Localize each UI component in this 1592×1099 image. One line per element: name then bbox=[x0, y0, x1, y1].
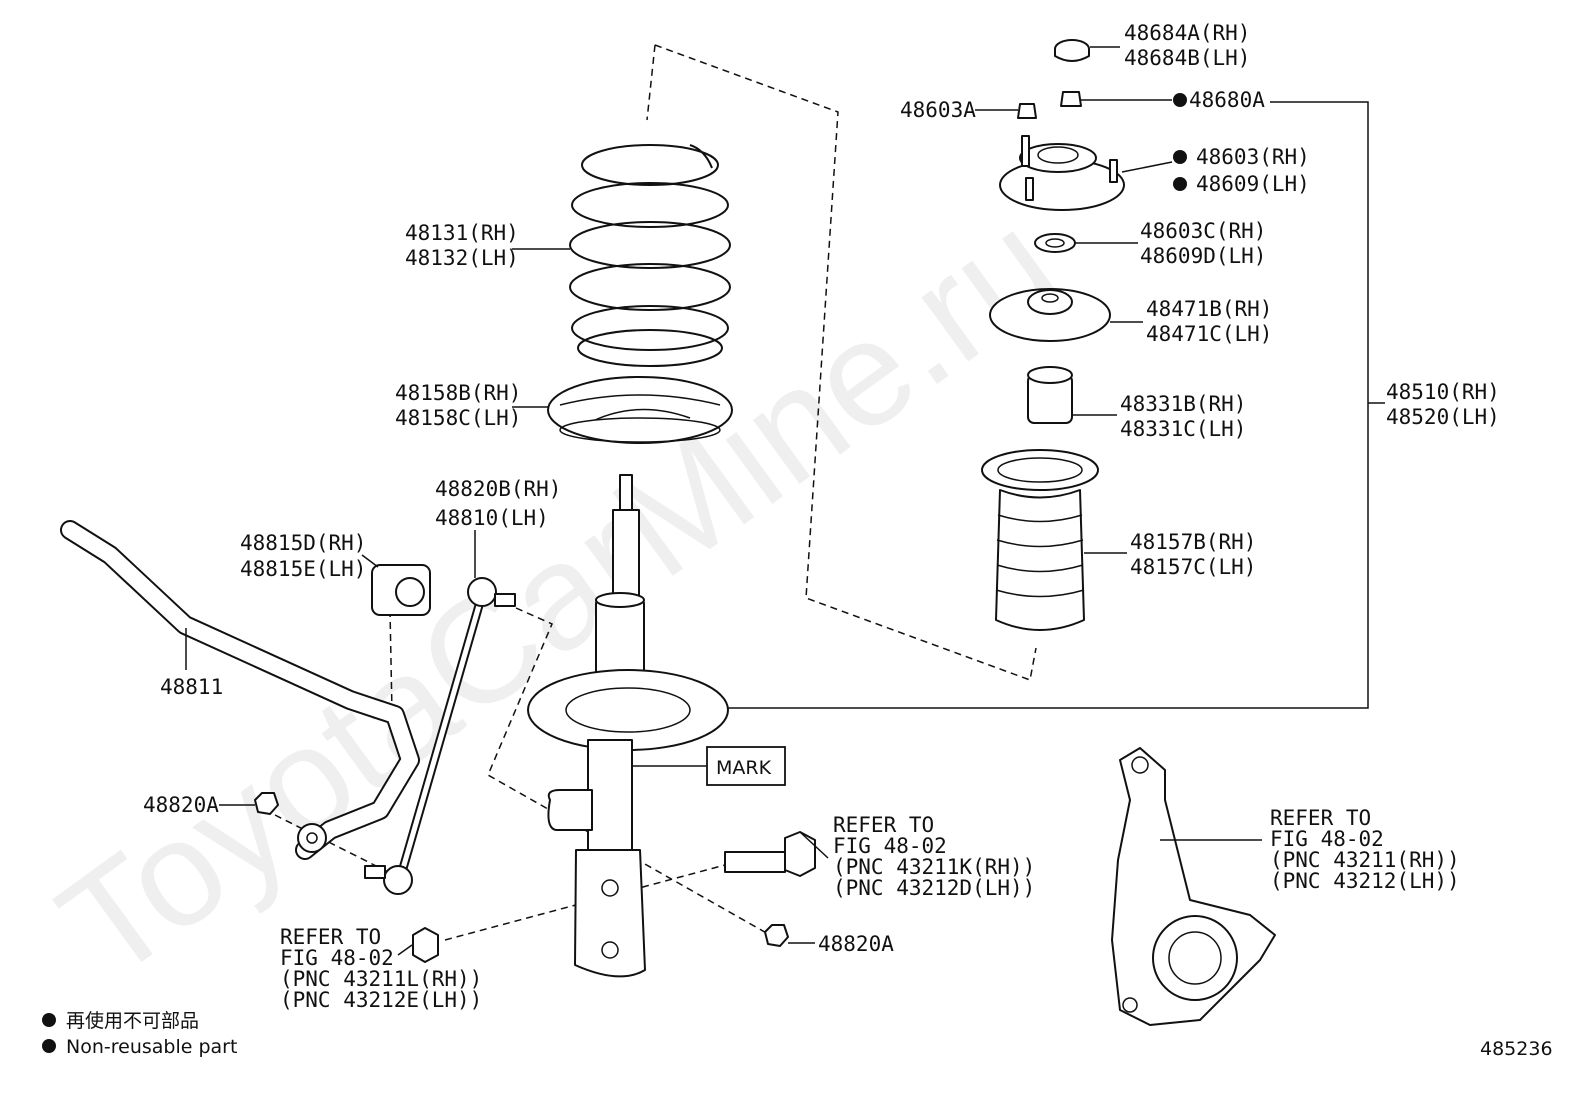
svg-text:48820B(RH): 48820B(RH) bbox=[435, 477, 561, 501]
label-bumper: 48331B(RH) 48331C(LH) bbox=[1120, 392, 1246, 441]
svg-text:FIG 48-02: FIG 48-02 bbox=[833, 834, 947, 858]
bumper-part bbox=[1027, 366, 1073, 424]
label-boot: 48157B(RH) 48157C(LH) bbox=[1130, 530, 1256, 579]
support-part bbox=[999, 135, 1125, 211]
svg-text:48810(LH): 48810(LH) bbox=[435, 506, 549, 530]
svg-text:FIG 48-02: FIG 48-02 bbox=[280, 946, 394, 970]
svg-text:(PNC 43212E(LH)): (PNC 43212E(LH)) bbox=[280, 988, 482, 1012]
svg-text:48158B(RH): 48158B(RH) bbox=[395, 381, 521, 405]
non-reusable-dot bbox=[1173, 150, 1187, 164]
svg-text:48684B(LH): 48684B(LH) bbox=[1124, 46, 1250, 70]
svg-text:48510(RH): 48510(RH) bbox=[1386, 380, 1500, 404]
svg-text:48603C(RH): 48603C(RH) bbox=[1140, 219, 1266, 243]
svg-text:(PNC 43212(LH)): (PNC 43212(LH)) bbox=[1270, 869, 1460, 893]
bolt-part bbox=[724, 831, 816, 877]
svg-text:48331B(RH): 48331B(RH) bbox=[1120, 392, 1246, 416]
label-48680a: 48680A bbox=[1173, 88, 1265, 112]
svg-text:48520(LH): 48520(LH) bbox=[1386, 405, 1500, 429]
nut-right bbox=[764, 924, 789, 947]
label-insulator: 48471B(RH) 48471C(LH) bbox=[1146, 297, 1272, 346]
label-bushing: 48815D(RH) 48815E(LH) bbox=[240, 531, 366, 581]
label-support: 48603(RH) 48609(LH) bbox=[1173, 145, 1310, 196]
nut-left bbox=[254, 792, 279, 815]
coil-spring bbox=[569, 144, 731, 367]
label-shock-assy: 48510(RH) 48520(LH) bbox=[1386, 380, 1500, 429]
stabilizer-link bbox=[364, 577, 516, 895]
stabilizer-bushing bbox=[371, 564, 431, 616]
spring-insulator bbox=[547, 376, 733, 444]
svg-text:48157B(RH): 48157B(RH) bbox=[1130, 530, 1256, 554]
bushing-guide bbox=[389, 609, 393, 713]
refer-knuckle: REFER TO FIG 48-02 (PNC 43211(RH)) (PNC … bbox=[1270, 806, 1460, 893]
cap-part bbox=[1054, 39, 1090, 62]
svg-text:48609D(LH): 48609D(LH) bbox=[1140, 244, 1266, 268]
legend: 再使用不可部品 Non-reusable part bbox=[42, 1010, 237, 1058]
non-reusable-dot bbox=[1173, 177, 1187, 191]
svg-text:48603(RH): 48603(RH) bbox=[1196, 145, 1310, 169]
label-48603a: 48603A bbox=[900, 98, 976, 122]
leader-lines bbox=[185, 46, 1262, 956]
svg-text:48331C(LH): 48331C(LH) bbox=[1120, 417, 1246, 441]
svg-text:FIG 48-02: FIG 48-02 bbox=[1270, 827, 1384, 851]
seat-part bbox=[1034, 233, 1076, 253]
refer-nut: REFER TO FIG 48-02 (PNC 43211L(RH)) (PNC… bbox=[280, 925, 482, 1012]
svg-text:48471C(LH): 48471C(LH) bbox=[1146, 322, 1272, 346]
svg-text:(PNC 43211L(RH)): (PNC 43211L(RH)) bbox=[280, 967, 482, 991]
label-spring-insulator: 48158B(RH) 48158C(LH) bbox=[395, 381, 521, 430]
svg-text:48158C(LH): 48158C(LH) bbox=[395, 406, 521, 430]
svg-text:48680A: 48680A bbox=[1189, 88, 1265, 112]
non-reusable-dot bbox=[1173, 93, 1187, 107]
shock-absorber bbox=[527, 474, 729, 978]
label-link: 48820B(RH) 48810(LH) bbox=[435, 477, 561, 530]
svg-text:(PNC 43211(RH)): (PNC 43211(RH)) bbox=[1270, 848, 1460, 872]
mark-callout: MARK bbox=[632, 746, 786, 786]
svg-text:(PNC 43211K(RH)): (PNC 43211K(RH)) bbox=[833, 855, 1035, 879]
svg-text:REFER TO: REFER TO bbox=[280, 925, 381, 949]
svg-text:(PNC 43212D(LH)): (PNC 43212D(LH)) bbox=[833, 876, 1035, 900]
nut-48680a bbox=[1060, 91, 1082, 107]
svg-text:48609(LH): 48609(LH) bbox=[1196, 172, 1310, 196]
label-nut-left: 48820A bbox=[143, 793, 219, 817]
svg-text:48471B(RH): 48471B(RH) bbox=[1146, 297, 1272, 321]
svg-text:48157C(LH): 48157C(LH) bbox=[1130, 555, 1256, 579]
shock-assy-bracket bbox=[728, 101, 1369, 709]
svg-text:48815E(LH): 48815E(LH) bbox=[240, 557, 366, 581]
legend-dot bbox=[42, 1039, 56, 1053]
svg-text:48132(LH): 48132(LH) bbox=[405, 246, 519, 270]
svg-text:48684A(RH): 48684A(RH) bbox=[1124, 21, 1250, 45]
diagram-number: 485236 bbox=[1480, 1038, 1553, 1060]
steering-knuckle bbox=[1111, 747, 1276, 1026]
insulator-part bbox=[989, 288, 1111, 342]
mark-label: MARK bbox=[716, 757, 772, 779]
legend-item: 再使用不可部品 bbox=[66, 1010, 199, 1032]
label-cap: 48684A(RH) 48684B(LH) bbox=[1124, 21, 1250, 70]
svg-text:48815D(RH): 48815D(RH) bbox=[240, 531, 366, 555]
stabilizer-bar bbox=[60, 520, 420, 860]
svg-text:REFER TO: REFER TO bbox=[1270, 806, 1371, 830]
nut-lower bbox=[412, 927, 439, 963]
label-nut-right: 48820A bbox=[818, 932, 894, 956]
boot-part bbox=[981, 449, 1099, 631]
svg-text:REFER TO: REFER TO bbox=[833, 813, 934, 837]
nut-48603a bbox=[1017, 103, 1037, 119]
label-spring: 48131(RH) 48132(LH) bbox=[405, 221, 519, 270]
label-seat: 48603C(RH) 48609D(LH) bbox=[1140, 219, 1266, 268]
legend-item: Non-reusable part bbox=[66, 1036, 237, 1058]
refer-bolt: REFER TO FIG 48-02 (PNC 43211K(RH)) (PNC… bbox=[833, 813, 1035, 900]
label-stabilizer-bar: 48811 bbox=[160, 675, 223, 699]
svg-text:48131(RH): 48131(RH) bbox=[405, 221, 519, 245]
legend-dot bbox=[42, 1013, 56, 1027]
